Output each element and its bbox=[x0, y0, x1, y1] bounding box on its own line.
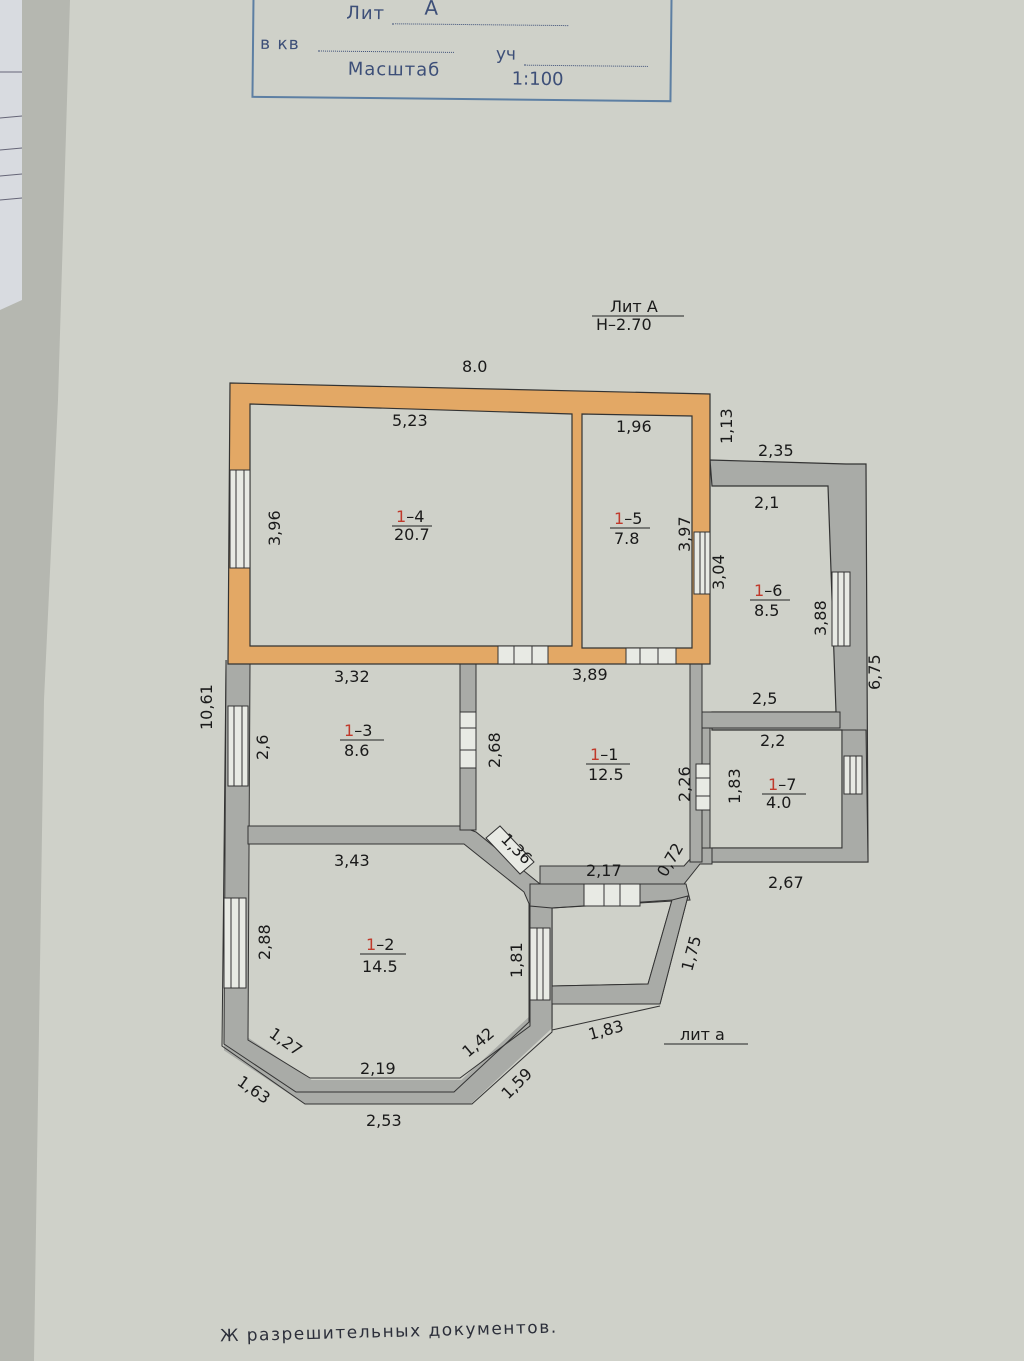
doors bbox=[459, 645, 711, 907]
annex-lit-a bbox=[551, 895, 689, 1031]
dim-r6-bottom: 2,5 bbox=[752, 689, 777, 708]
plan-lit-label: Лит А bbox=[610, 297, 658, 316]
room-3-area: 8.6 bbox=[344, 741, 369, 760]
dim-r1-width: 3,89 bbox=[572, 665, 608, 684]
dim-r6-window: 3,04 bbox=[709, 554, 728, 590]
room-5-area: 7.8 bbox=[614, 529, 639, 548]
plan-height-label: Н–2.70 bbox=[596, 315, 652, 334]
dim-r5-width: 1,96 bbox=[616, 417, 652, 436]
dim-r3-width: 3,32 bbox=[334, 667, 370, 686]
room-1-area: 12.5 bbox=[588, 765, 624, 784]
dim-r1-bottom: 2,17 bbox=[586, 861, 622, 880]
dim-left-total: 10,61 bbox=[197, 684, 216, 730]
dimension-labels: 8.0 5,23 1,96 1,13 2,35 2,1 3,96 3,97 3,… bbox=[197, 357, 884, 1130]
dim-r6-outer: 2,35 bbox=[758, 441, 794, 460]
dim-r6-height: 3,88 bbox=[811, 600, 830, 636]
dim-r2-height: 2,88 bbox=[255, 924, 274, 960]
room-labels: 1–4 20.7 1–5 7.8 1–6 8.5 1–3 8.6 1–1 12.… bbox=[340, 507, 806, 976]
dim-outer-253: 2,53 bbox=[366, 1111, 402, 1130]
previous-page-edge bbox=[0, 0, 22, 310]
room-6-area: 8.5 bbox=[754, 601, 779, 620]
dim-r5-height: 3,97 bbox=[675, 516, 694, 552]
dim-wall-step: 1,13 bbox=[717, 408, 736, 444]
dim-r1-right: 2,26 bbox=[675, 766, 694, 802]
dim-outer-267: 2,67 bbox=[768, 873, 804, 892]
dim-r4-width: 5,23 bbox=[392, 411, 428, 430]
dim-r3-height: 2,6 bbox=[253, 735, 272, 760]
room-6-number: 1–6 bbox=[754, 581, 782, 600]
binder-shadow bbox=[0, 0, 70, 1361]
room-1-number: 1–1 bbox=[590, 745, 618, 764]
dim-overall-width: 8.0 bbox=[462, 357, 487, 376]
dim-r7-width: 2,2 bbox=[760, 731, 785, 750]
annex-label: лит а bbox=[680, 1025, 725, 1044]
dim-r7-height: 1,83 bbox=[725, 768, 744, 804]
dim-r2-right: 1,81 bbox=[507, 942, 526, 978]
dim-right-total: 6,75 bbox=[865, 654, 884, 690]
room-5-number: 1–5 bbox=[614, 509, 642, 528]
dim-annex-side: 1,75 bbox=[678, 934, 706, 973]
room-4-number: 1–4 bbox=[396, 507, 424, 526]
dim-r4-height: 3,96 bbox=[265, 510, 284, 546]
dim-r1-left: 2,68 bbox=[485, 732, 504, 768]
room-4-area: 20.7 bbox=[394, 525, 430, 544]
room-7-area: 4.0 bbox=[766, 793, 791, 812]
room-3-number: 1–3 bbox=[344, 721, 372, 740]
dim-r2-bottom: 2,19 bbox=[360, 1059, 396, 1078]
dim-annex-bottom: 1,83 bbox=[586, 1016, 625, 1044]
dim-r6-width: 2,1 bbox=[754, 493, 779, 512]
room-7-number: 1–7 bbox=[768, 775, 796, 794]
room-2-area: 14.5 bbox=[362, 957, 398, 976]
windows bbox=[223, 469, 863, 1001]
dim-r2-width: 3,43 bbox=[334, 851, 370, 870]
room-2-number: 1–2 bbox=[366, 935, 394, 954]
